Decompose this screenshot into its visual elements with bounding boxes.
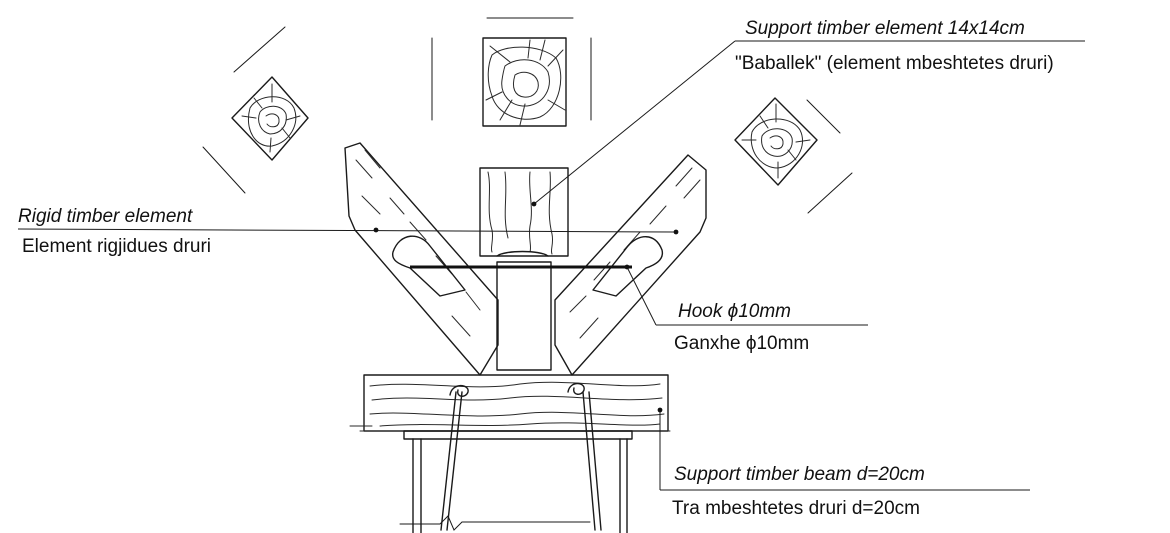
bolts <box>440 382 602 531</box>
beam-label-en: Support timber beam d=20cm <box>674 464 925 485</box>
top-timber-cross-section <box>431 17 592 127</box>
left-diamond-cross-section <box>202 26 309 194</box>
beam-label-sq: Tra mbeshtetes druri d=20cm <box>672 498 920 519</box>
rigid-element-label-sq: Element rigjidues druri <box>22 236 211 257</box>
right-diamond-cross-section <box>734 97 853 214</box>
vertical-support-post <box>479 167 569 371</box>
support-timber-beam <box>349 374 671 440</box>
hook-label-sq: Ganxhe ϕ10mm <box>674 333 809 354</box>
rigid-element-label-en: Rigid timber element <box>18 206 193 227</box>
right-diagonal-timber <box>554 154 707 376</box>
support-element-label-en: Support timber element 14x14cm <box>745 18 1025 39</box>
lower-column <box>399 438 628 533</box>
left-diagonal-timber <box>344 142 499 376</box>
support-element-label-sq: "Baballek" (element mbeshtetes druri) <box>735 53 1054 74</box>
hook-label-en: Hook ϕ10mm <box>678 301 791 322</box>
leader-lines <box>17 40 1085 491</box>
